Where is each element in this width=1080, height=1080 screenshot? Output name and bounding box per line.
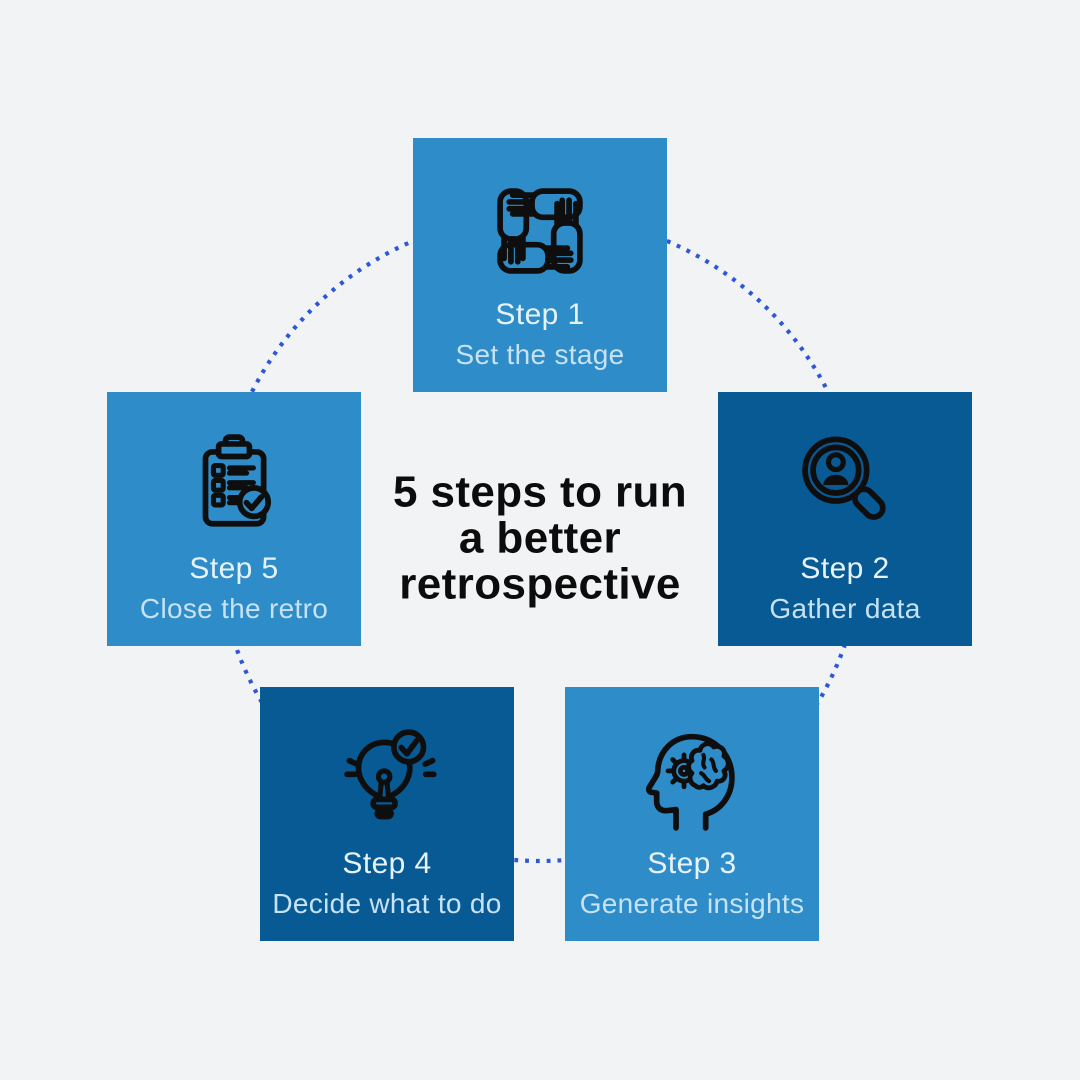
step-label: Step 1 xyxy=(495,298,585,331)
page-title: 5 steps to run a better retrospective xyxy=(350,469,730,606)
step-description: Decide what to do xyxy=(272,887,502,919)
title-line: 5 steps to run xyxy=(392,467,688,517)
step-2-card: Step 2 Gather data xyxy=(718,392,972,646)
title-line: retrospective xyxy=(399,558,681,608)
head-gear-brain-icon xyxy=(645,733,735,831)
title-line: a better xyxy=(458,513,622,563)
clipboard-check-icon xyxy=(202,434,272,527)
step-label: Step 2 xyxy=(800,552,890,585)
step-3-card: Step 3 Generate insights xyxy=(565,687,819,941)
step-label: Step 5 xyxy=(189,552,279,585)
step-4-card: Step 4 Decide what to do xyxy=(260,687,514,941)
step-description: Close the retro xyxy=(139,592,329,624)
teamwork-hands-icon xyxy=(483,188,597,288)
step-label: Step 4 xyxy=(342,847,432,880)
step-5-card: Step 5 Close the retro xyxy=(107,392,361,646)
step-label: Step 3 xyxy=(647,847,737,880)
step-description: Gather data xyxy=(769,592,921,624)
step-1-card: Step 1 Set the stage xyxy=(413,138,667,392)
step-description: Generate insights xyxy=(579,887,805,919)
magnifier-person-icon xyxy=(802,436,886,520)
step-description: Set the stage xyxy=(455,338,625,370)
lightbulb-check-icon xyxy=(344,729,437,820)
